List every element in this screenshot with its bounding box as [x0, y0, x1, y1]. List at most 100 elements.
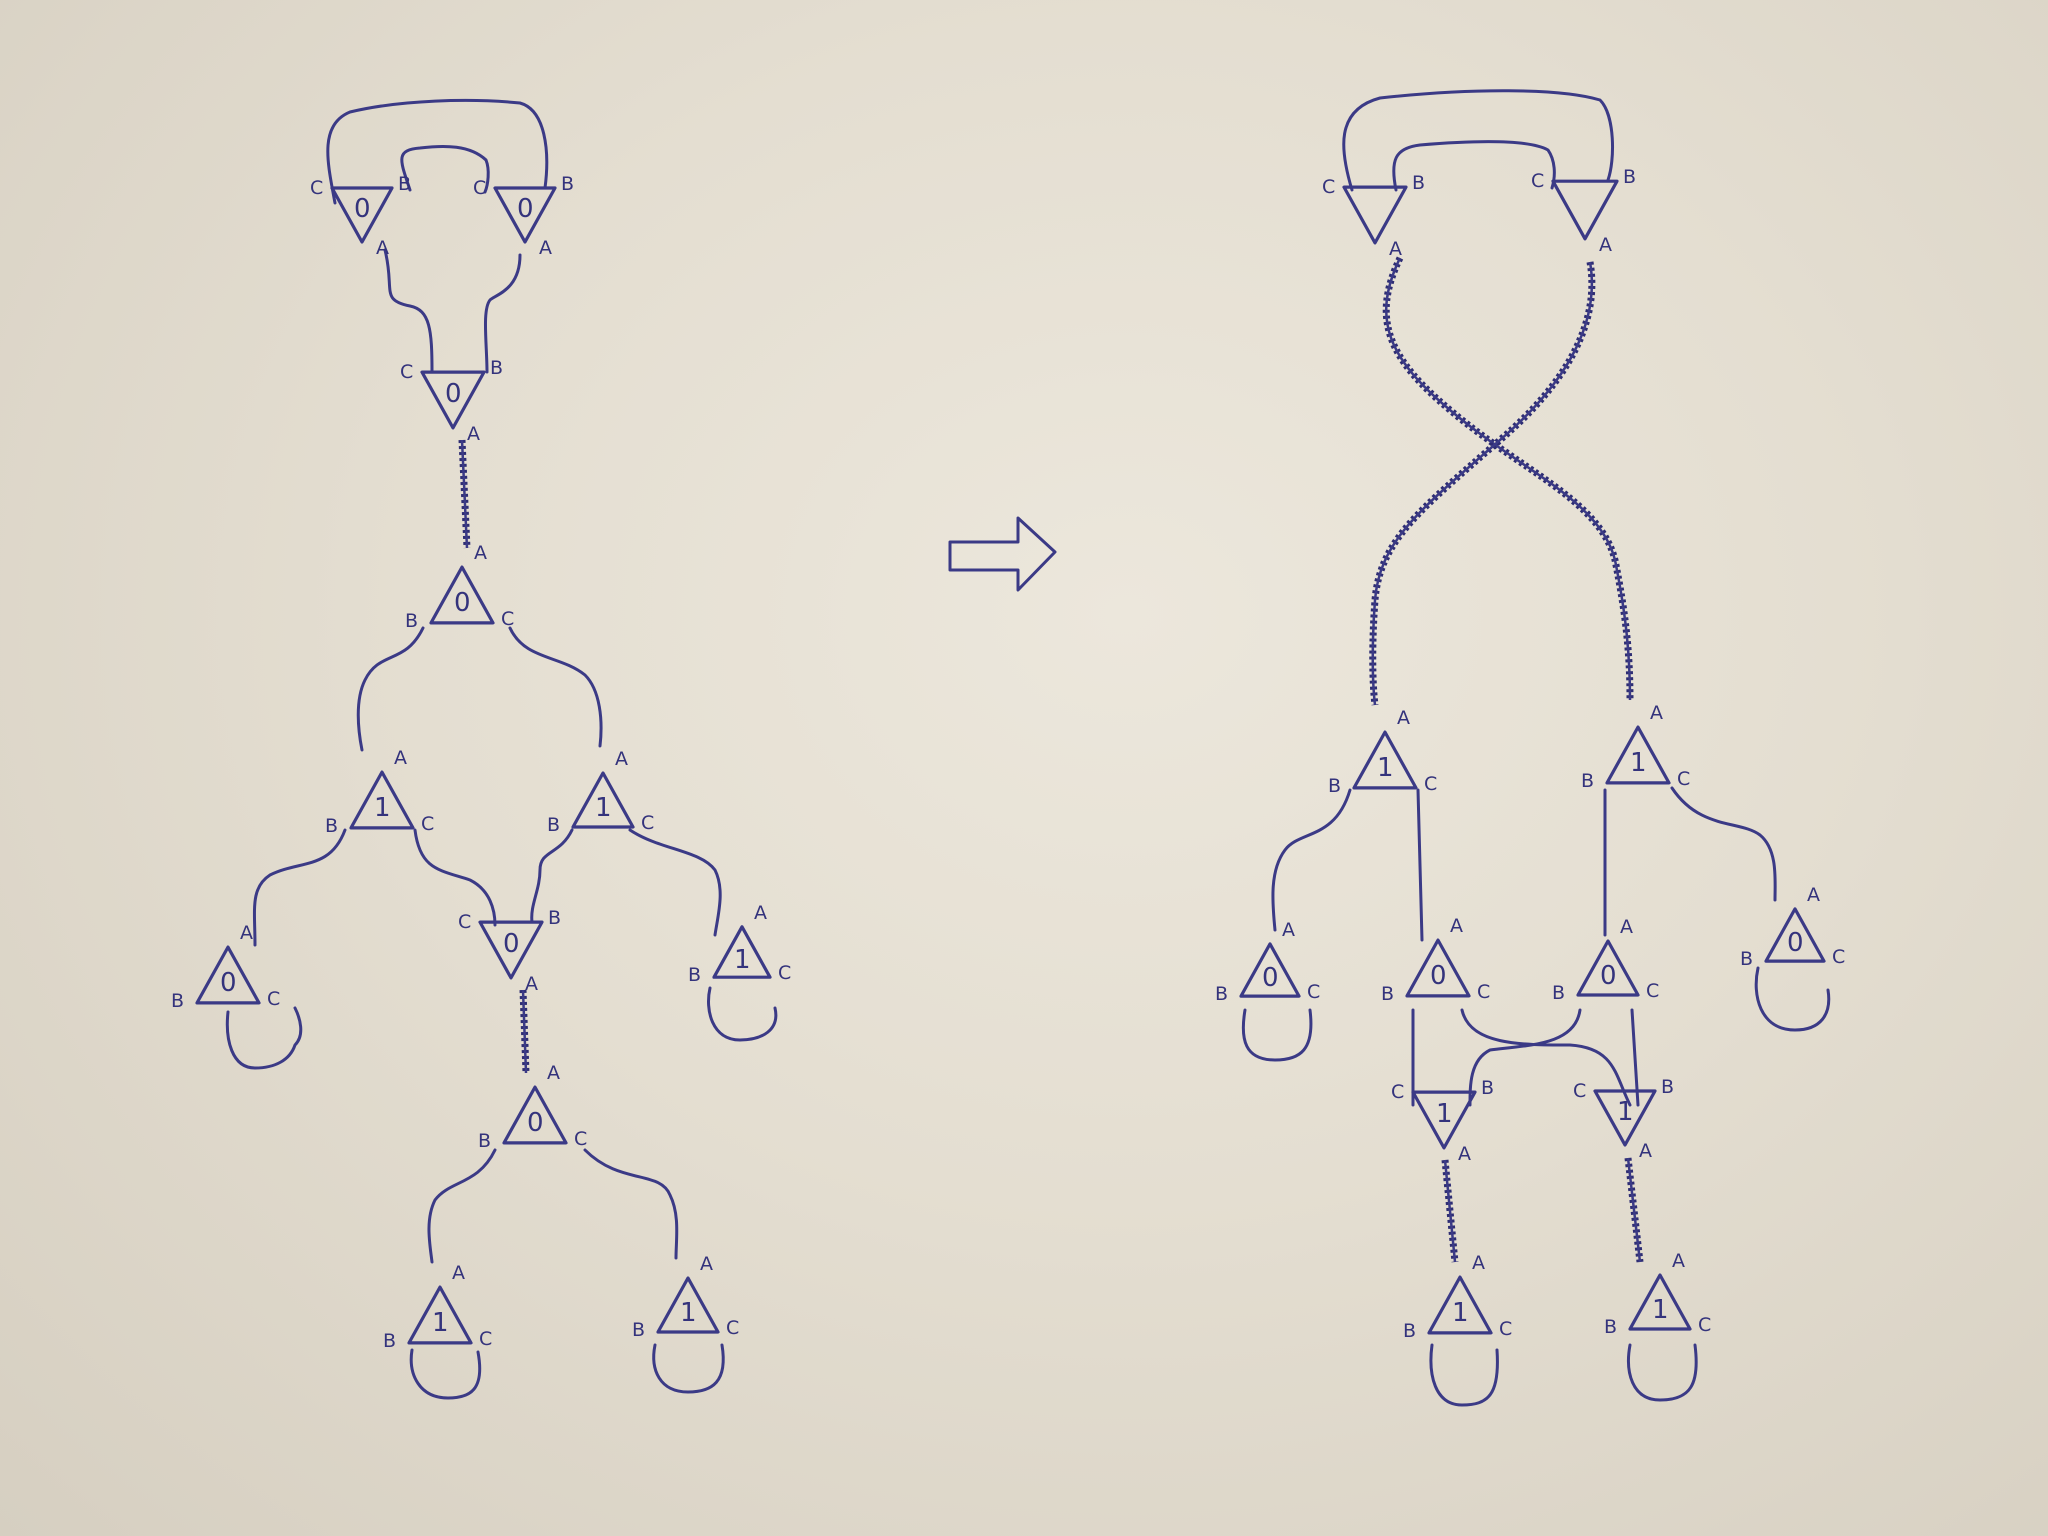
wire — [252, 828, 347, 947]
eraser-blob — [1754, 966, 1831, 1032]
wire — [356, 626, 425, 752]
port-label-principal: A — [1672, 1250, 1685, 1272]
port-label-principal: A — [1807, 884, 1820, 906]
right-net-agent: ABC — [1322, 172, 1425, 260]
port-label-principal: A — [539, 237, 552, 259]
agent-symbol: 0 — [220, 968, 237, 998]
port-label-right: C — [479, 1328, 492, 1350]
port-label-left: B — [405, 610, 418, 632]
port-label-right: C — [1832, 946, 1845, 968]
port-label-principal: A — [1397, 707, 1410, 729]
port-label-left: B — [171, 990, 184, 1012]
right-net-agent: ABC — [1531, 166, 1636, 256]
agent-symbol: 1 — [1652, 1295, 1669, 1325]
agent-triangle — [429, 565, 495, 625]
port-label-left: B — [478, 1130, 491, 1152]
agent-triangle — [1405, 938, 1471, 998]
eraser-blob — [652, 1343, 725, 1394]
eraser-blob — [1241, 1008, 1313, 1062]
agent-symbol: 0 — [354, 194, 371, 224]
port-label-principal: A — [452, 1262, 465, 1284]
left-net-agent: 1 A B C — [383, 1262, 492, 1352]
eraser-blob — [1429, 1343, 1499, 1407]
port-label-right: C — [473, 177, 486, 199]
port-label-left: B — [1481, 1077, 1494, 1099]
port-label-principal: A — [615, 748, 628, 770]
agent-symbol: 0 — [517, 194, 534, 224]
port-label-left: B — [1552, 982, 1565, 1004]
port-label-principal: A — [700, 1253, 713, 1275]
agent-symbol: 1 — [680, 1298, 697, 1328]
left-net-wires — [252, 98, 722, 1264]
port-label-principal: A — [1389, 238, 1402, 260]
port-label-right: C — [400, 361, 413, 383]
agent-symbol: 1 — [1630, 748, 1647, 778]
port-label-right: C — [1573, 1080, 1586, 1102]
active-pair-wire — [460, 439, 469, 549]
port-label-left: B — [1403, 1320, 1416, 1342]
port-label-principal: A — [1282, 919, 1295, 941]
port-label-left: B — [383, 1330, 396, 1352]
port-label-principal: A — [547, 1062, 560, 1084]
port-label-principal: A — [394, 747, 407, 769]
wire — [1460, 1008, 1632, 1107]
port-label-right: C — [1322, 176, 1335, 198]
agent-symbol: 1 — [1436, 1099, 1453, 1129]
wire — [1468, 1008, 1582, 1107]
agent-triangle — [1411, 1090, 1477, 1150]
agent-triangle — [407, 1285, 473, 1345]
active-pair-wire — [1382, 256, 1634, 701]
port-label-left: B — [1661, 1076, 1674, 1098]
active-pair-wire — [1369, 261, 1596, 706]
port-label-principal: A — [1639, 1140, 1652, 1162]
port-label-left: B — [1381, 983, 1394, 1005]
port-label-principal: A — [1650, 702, 1663, 724]
agent-triangle — [1239, 942, 1301, 998]
agent-triangle — [1551, 179, 1619, 241]
right-net-wires — [1271, 89, 1777, 1263]
port-label-right: C — [778, 962, 791, 984]
active-pair-wire — [1443, 1159, 1457, 1263]
agent-symbol: 0 — [527, 1108, 544, 1138]
agent-triangle — [1605, 725, 1671, 785]
port-label-principal: A — [1472, 1252, 1485, 1274]
agent-triangle — [349, 770, 415, 830]
eraser-blob — [225, 1006, 303, 1070]
agent-triangle — [571, 771, 635, 829]
wire — [326, 98, 549, 205]
port-label-right: C — [310, 177, 323, 199]
port-label-principal: A — [525, 973, 538, 995]
port-label-principal: A — [467, 423, 480, 445]
wire — [1392, 140, 1556, 192]
agent-triangle — [656, 1276, 720, 1334]
port-label-left: B — [1328, 775, 1341, 797]
agent-triangle — [1764, 907, 1826, 963]
port-label-right: C — [501, 608, 514, 630]
agent-symbol: 0 — [454, 588, 471, 618]
port-label-left: B — [547, 814, 560, 836]
wire — [530, 828, 574, 924]
agent-symbol: 1 — [432, 1308, 449, 1338]
active-pair-wire — [1371, 261, 1594, 706]
agent-triangle — [712, 925, 772, 979]
port-label-right: C — [421, 813, 434, 835]
port-label-right: C — [1677, 768, 1690, 790]
agent-symbol: 1 — [734, 945, 751, 975]
port-label-principal: A — [1599, 234, 1612, 256]
port-label-right: C — [1531, 170, 1544, 192]
port-label-left: B — [632, 1319, 645, 1341]
